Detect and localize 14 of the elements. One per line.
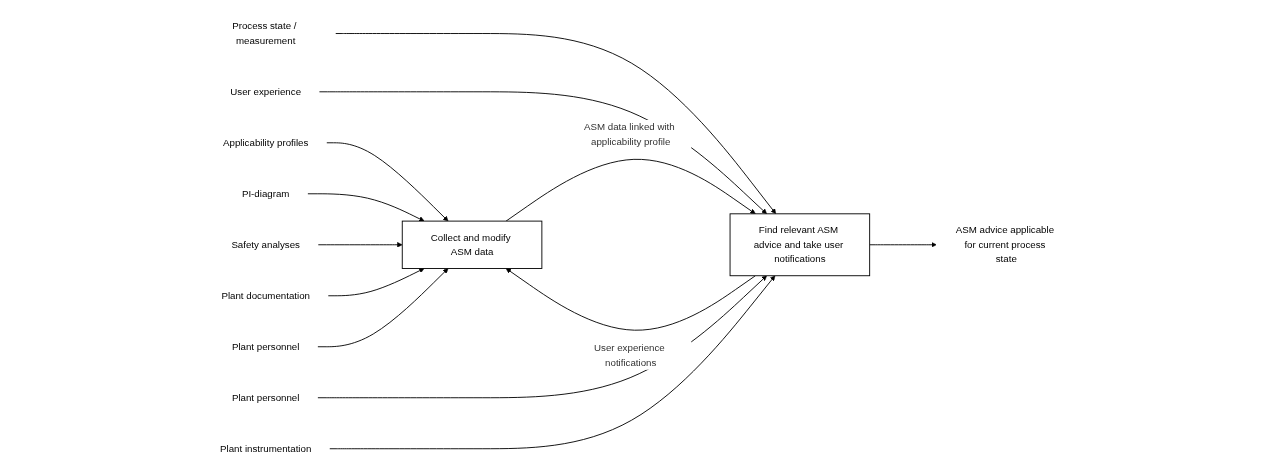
node-box: Find relevant ASM advice and take user notifications (729, 213, 870, 277)
node-text: Safety analyses (230, 239, 300, 250)
edge-label: User experience notifications (593, 342, 665, 368)
node-text: Plant documentation (220, 290, 310, 301)
node-text: Process state / measurement (231, 20, 296, 46)
node-text: Plant personnel (231, 392, 299, 403)
node-text: ASM advice applicable for current process state (955, 224, 1054, 265)
node-text: Plant personnel (231, 341, 299, 352)
node-text: Plant instrumentation (219, 443, 311, 454)
node-text: User experience (229, 86, 301, 97)
node-text: PI-diagram (241, 188, 289, 199)
edge-label: ASM data linked with applicability profile (583, 121, 675, 147)
node-text: Applicability profiles (222, 137, 308, 148)
node-box: Collect and modify ASM data (401, 220, 542, 269)
